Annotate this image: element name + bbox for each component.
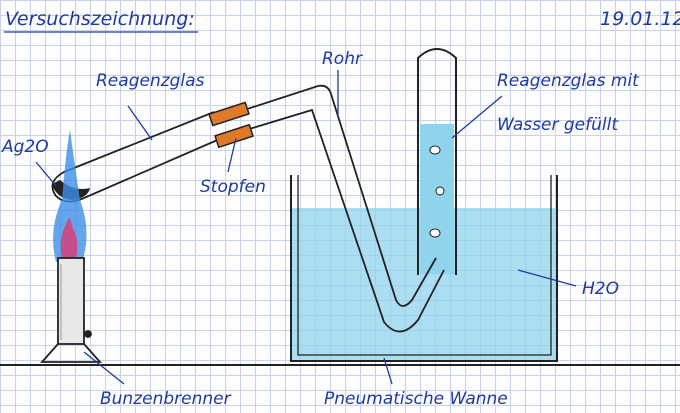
gas-bubble xyxy=(429,145,441,155)
label-tube: Rohr xyxy=(322,49,363,69)
burner-flame xyxy=(53,130,87,262)
label-trough: Pneumatische Wanne xyxy=(324,389,508,409)
delivery-tube xyxy=(237,84,445,333)
label-h2o: H2O xyxy=(582,279,619,299)
label-pointers xyxy=(35,70,577,385)
gas-bubble xyxy=(435,186,445,196)
date-label: 19.01.12 xyxy=(600,8,680,30)
label-ag2o: Ag2O xyxy=(1,137,49,157)
label-filled-tube-line1: Reagenzglas mit xyxy=(497,71,640,91)
label-test-tube: Reagenzglas xyxy=(96,71,205,91)
label-burner: Bunzenbrenner xyxy=(100,389,232,409)
gas-bubble xyxy=(429,228,441,238)
bunsen-burner xyxy=(39,257,103,363)
stopper xyxy=(208,101,254,149)
page-title: Versuchszeichnung: xyxy=(5,8,195,30)
label-filled-tube-line2: Wasser gefüllt xyxy=(497,115,619,135)
pneumatic-trough xyxy=(290,175,558,362)
collection-test-tube xyxy=(417,48,457,275)
label-stopper: Stopfen xyxy=(200,177,266,197)
